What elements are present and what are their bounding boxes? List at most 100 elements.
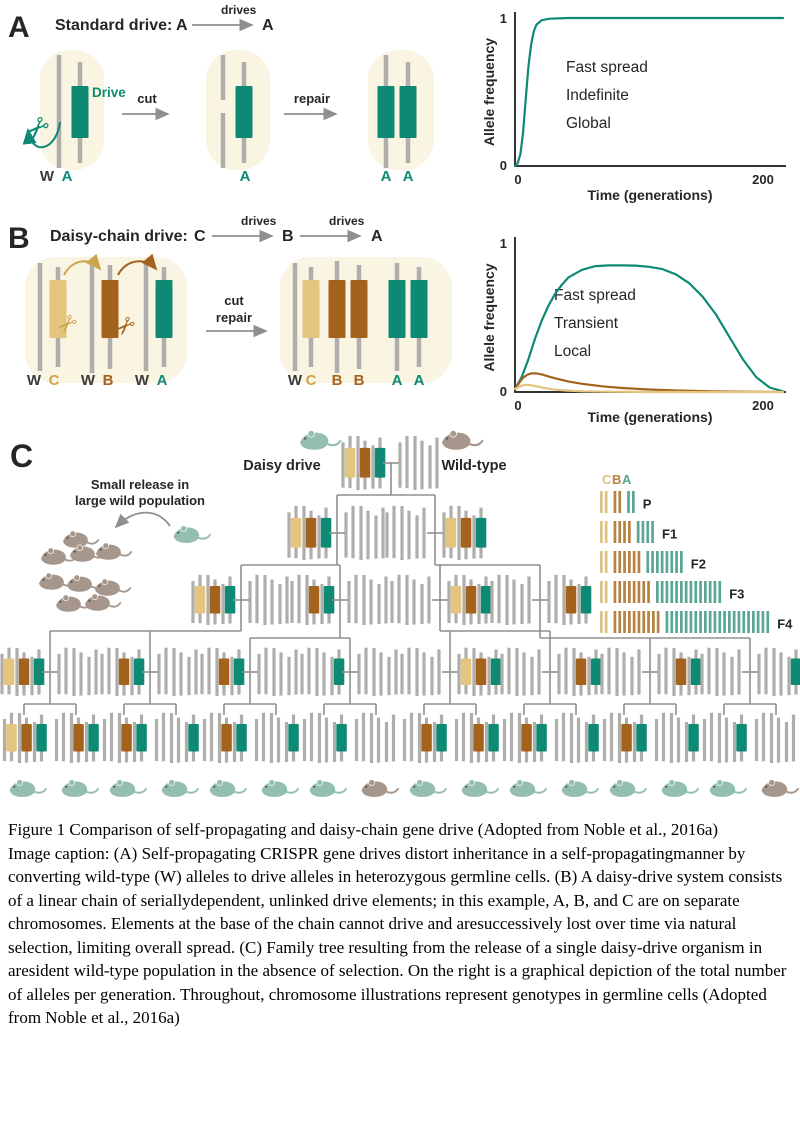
allele-letter: B (354, 372, 365, 389)
mouse-ear (69, 530, 77, 537)
chromosome-bar (564, 647, 568, 695)
chromosome-bar (676, 717, 681, 763)
mouse-ear (616, 779, 624, 786)
allele-block-A (288, 724, 299, 752)
chromosome-bar (554, 719, 559, 761)
allele-tick-B (613, 611, 617, 633)
mouse-eye (713, 785, 716, 788)
mouse-tail (118, 550, 133, 557)
cut-label: cut (224, 293, 244, 308)
annotation: Global (566, 115, 611, 132)
chromosome-bar (374, 515, 378, 559)
allele-block-A (588, 724, 599, 752)
chromosome-bar (109, 712, 114, 762)
chromosome-bar (457, 653, 461, 695)
mouse-body (56, 596, 81, 612)
parent-genotype (757, 647, 800, 696)
allele-block-A (323, 586, 335, 614)
allele-block-B (521, 724, 532, 752)
chromosome-bar (332, 722, 337, 762)
y-axis-label: Allele frequency (481, 38, 497, 146)
allele-block-A (490, 658, 502, 685)
chromosome-bar (402, 719, 407, 761)
mouse-ear (449, 430, 457, 438)
ytick-1: 1 (500, 236, 507, 251)
allele-block-B (475, 658, 487, 685)
allele-block-B (221, 724, 232, 752)
tree-connector (23, 672, 77, 715)
mouse-eye (613, 785, 616, 788)
chromosome-bar (209, 712, 214, 762)
drive-allele-block (410, 280, 428, 338)
drive-allele-block (388, 280, 406, 338)
chromosome-bar (221, 584, 225, 624)
tree-connector (123, 672, 177, 715)
chromosome-bar (761, 712, 766, 762)
chromosome-bar (477, 584, 481, 624)
mouse-eye (304, 437, 307, 440)
mouse-body (609, 781, 636, 797)
chromosome-bar (232, 722, 237, 762)
legend-letter-A: A (622, 472, 632, 487)
x-axis-label: Time (generations) (588, 409, 713, 425)
mating-pair (390, 574, 492, 625)
chromosome-bar (622, 652, 626, 696)
allele-tick-B (637, 581, 641, 603)
chromosome-bar (264, 647, 268, 695)
mouse-ear (180, 525, 188, 532)
parent-genotype (457, 647, 502, 696)
chromosome-bar (769, 713, 774, 763)
chromosome-bar (400, 506, 404, 560)
wild-type-label: Wild-type (441, 458, 506, 474)
allele-block-A (690, 658, 702, 685)
chromosome-bar (356, 436, 360, 490)
mouse-body (67, 576, 92, 592)
offspring-mouse-daisy (409, 779, 448, 797)
mouse-tail (332, 787, 348, 794)
chromosome-bar (194, 649, 198, 695)
chromosome-bar (89, 260, 95, 373)
chromosome-bar (179, 652, 183, 696)
mouse-tail (467, 439, 484, 447)
allele-tick-B (637, 551, 641, 573)
chromosome-bar (787, 656, 791, 696)
mouse-tail (484, 787, 500, 794)
chromosome-bar (94, 649, 98, 695)
mouse-ear (47, 547, 55, 554)
allele-tick-A (665, 551, 669, 573)
chromosome-bar (484, 722, 489, 762)
chromosome-bar (400, 653, 404, 695)
chromosome-bar (602, 719, 607, 761)
chromosome-bar (257, 653, 261, 695)
allele-tick-B (632, 551, 636, 573)
allele-block-A (488, 724, 499, 752)
chromosome-bar (661, 712, 666, 762)
chromosome-bar (497, 574, 501, 624)
chromosome-bar (143, 263, 149, 371)
mouse-eye (99, 548, 102, 551)
chromosome-bar (764, 647, 768, 695)
panel-a-label: A (8, 11, 30, 44)
mating-pair (700, 647, 800, 696)
repair-label: repair (294, 91, 330, 106)
mouse-tail (107, 601, 122, 608)
chromosome-bar (427, 576, 431, 624)
chromosome-bar (687, 656, 691, 696)
parent-genotype (257, 647, 298, 696)
chromosome-bar (377, 584, 381, 624)
mouse-body (63, 532, 88, 548)
chromosome-bar (359, 506, 363, 560)
allele-tick-A (699, 611, 702, 633)
mouse-body (95, 580, 120, 596)
mouse-eye (446, 437, 449, 440)
mouse-body (509, 781, 536, 797)
allele-tick-A (699, 581, 702, 603)
allele-block-B (575, 658, 587, 685)
allele-tick-B (613, 491, 617, 513)
allele-tick-A (646, 551, 650, 573)
mating-pair (200, 647, 298, 696)
allele-block-B (465, 586, 477, 614)
chromosome-bar (61, 712, 66, 762)
generation-label-P: P (643, 497, 652, 512)
